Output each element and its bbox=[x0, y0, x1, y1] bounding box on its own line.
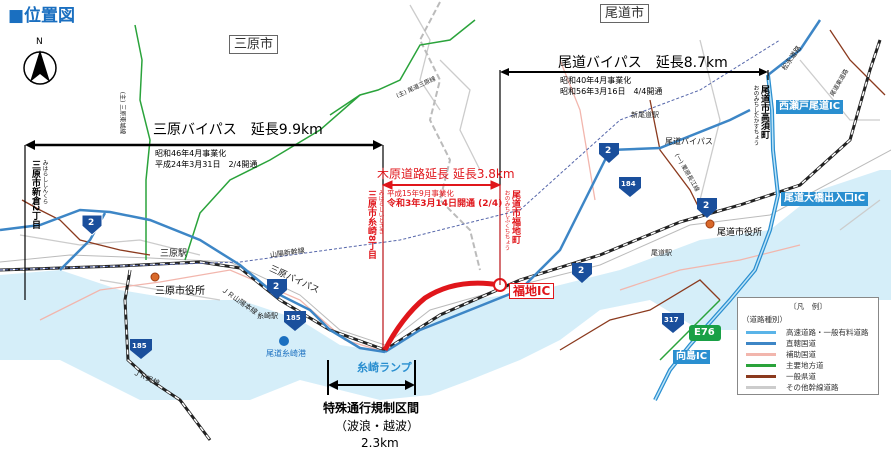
kihara-road-note2: 令和3年3月14日開通 (2/4) bbox=[387, 199, 503, 209]
railway bbox=[0, 39, 882, 441]
itosaki-station-label: 糸崎駅 bbox=[257, 312, 278, 320]
mukaishima-ic-label: 向島IC bbox=[673, 350, 711, 364]
prefectural-roads bbox=[21, 29, 886, 351]
endpoint-fukuji-kana: おのみちしふくちちょう bbox=[503, 190, 510, 251]
mihara-office-marker bbox=[150, 272, 160, 282]
onomichi-bypass-label: 尾道バイパス 延長8.7km bbox=[558, 55, 728, 71]
legend-item: 補助国道 bbox=[746, 349, 878, 360]
route-2-number: 2 bbox=[273, 282, 280, 292]
route-185-number: 185 bbox=[132, 342, 147, 350]
onomichi-bypass-note2: 昭和56年3月16日 4/4開通 bbox=[560, 87, 663, 96]
mihara-bypass-note1: 昭和46年4月事業化 bbox=[155, 149, 227, 158]
legend-item: 一般県道 bbox=[746, 371, 878, 382]
legend-item: 主要地方道 bbox=[746, 360, 878, 371]
route-shield-icons bbox=[81, 143, 721, 359]
major-local-roads bbox=[134, 19, 721, 361]
north-arrow-icon bbox=[23, 50, 57, 85]
route-317-number: 317 bbox=[664, 316, 679, 324]
endpoint-itosaki: 三原市糸崎8丁目 bbox=[366, 190, 376, 260]
legend-item-label: 主要地方道 bbox=[786, 361, 824, 370]
route-2-number: 2 bbox=[605, 146, 612, 156]
mihara-bypass-note2: 平成24年3月31日 2/4開通 bbox=[155, 160, 258, 169]
onomichi-office-label: 尾道市役所 bbox=[717, 228, 763, 238]
endpoint-itosaki-kana: みはらしいとさき bbox=[377, 190, 384, 234]
dashed-road bbox=[418, 1, 481, 271]
restriction-label: 特殊通行規制区間 bbox=[323, 401, 420, 415]
onomichi-station-label: 尾道駅 bbox=[651, 249, 672, 257]
city-label-onomichi: 尾道市 bbox=[600, 4, 650, 23]
mihara-higashijo-label: (主) 三原東城線 bbox=[118, 91, 126, 135]
mihara-bypass-label: 三原バイパス 延長9.9km bbox=[153, 122, 323, 138]
map-legend: 〔凡 例〕 （道路種別） 高速道路・一般有料道路 直轄国道 補助国道 主要地方道… bbox=[737, 297, 879, 395]
route-184-number: 184 bbox=[621, 180, 636, 188]
legend-item: 直轄国道 bbox=[746, 338, 878, 349]
e76-number: E76 bbox=[694, 327, 715, 338]
endpoint-shinkura-kana: みはらししんくら bbox=[41, 160, 48, 204]
endpoint-takasu-kana: おのみちしたかすちょう bbox=[752, 85, 759, 146]
legend-swatch bbox=[746, 386, 776, 389]
legend-subtitle: （道路種別） bbox=[742, 315, 787, 324]
legend-title: 〔凡 例〕 bbox=[789, 302, 827, 311]
kihara-road bbox=[382, 280, 501, 352]
itosaki-port-label: 尾道糸崎港 bbox=[266, 349, 306, 358]
restriction-reason: （波浪・越波） bbox=[335, 419, 420, 433]
north-label: N bbox=[36, 37, 43, 47]
legend-item-label: その他幹線道路 bbox=[786, 383, 839, 392]
legend-swatch bbox=[746, 375, 776, 378]
kihara-dimension bbox=[381, 180, 502, 350]
endpoint-takasu: 尾道市高須町 bbox=[759, 85, 769, 139]
fukuji-ic-label: 福地IC bbox=[509, 283, 555, 299]
city-label-mihara: 三原市 bbox=[229, 35, 279, 54]
page-title: ■位置図 bbox=[8, 6, 76, 26]
legend-swatch bbox=[746, 353, 776, 356]
itosaki-ramp-label: 糸崎ランプ bbox=[357, 361, 412, 374]
legend-swatch bbox=[746, 331, 776, 334]
route-2-number: 2 bbox=[703, 201, 710, 211]
sea-area bbox=[0, 170, 891, 400]
onomichi-bypass-road-label: 尾道バイパス bbox=[665, 137, 713, 146]
kihara-road-label: 木原道路延長 延長3.8km bbox=[377, 167, 515, 181]
legend-swatch bbox=[746, 364, 776, 367]
legend-swatch bbox=[746, 342, 776, 345]
endpoint-shinkura: 三原市新倉2丁目 bbox=[30, 160, 40, 230]
shinkansen-line bbox=[0, 39, 781, 271]
legend-item: 高速道路・一般有料道路 bbox=[746, 327, 878, 338]
legend-item: その他幹線道路 bbox=[746, 382, 878, 393]
nishiseto-ic-label: 西瀬戸尾道IC bbox=[776, 100, 844, 114]
kihara-road-note1: 平成15年9月事業化 bbox=[387, 189, 454, 198]
mihara-office-label: 三原市役所 bbox=[155, 286, 205, 297]
legend-item-label: 補助国道 bbox=[786, 350, 816, 359]
legend-item-label: 一般県道 bbox=[786, 372, 816, 381]
shin-onomichi-label: 新尾道駅 bbox=[631, 111, 659, 119]
ohashi-ic-label: 尾道大橋出入口IC bbox=[781, 192, 869, 206]
port-icon bbox=[279, 336, 289, 346]
mihara-station-label: 三原駅 bbox=[160, 249, 188, 259]
arrowheads bbox=[25, 68, 768, 390]
onomichi-bypass-note1: 昭和40年4月事業化 bbox=[560, 76, 632, 85]
restriction-length: 2.3km bbox=[361, 436, 399, 450]
route-2-number: 2 bbox=[578, 266, 585, 276]
legend-item-label: 直轄国道 bbox=[786, 339, 816, 348]
route-2-number: 2 bbox=[88, 218, 95, 228]
other-roads bbox=[19, 4, 881, 301]
legend-item-label: 高速道路・一般有料道路 bbox=[786, 328, 869, 337]
route-185-number: 185 bbox=[286, 314, 301, 322]
onomichi-office-marker bbox=[705, 219, 715, 229]
endpoint-fukuji: 尾道市福地町 bbox=[510, 190, 520, 244]
